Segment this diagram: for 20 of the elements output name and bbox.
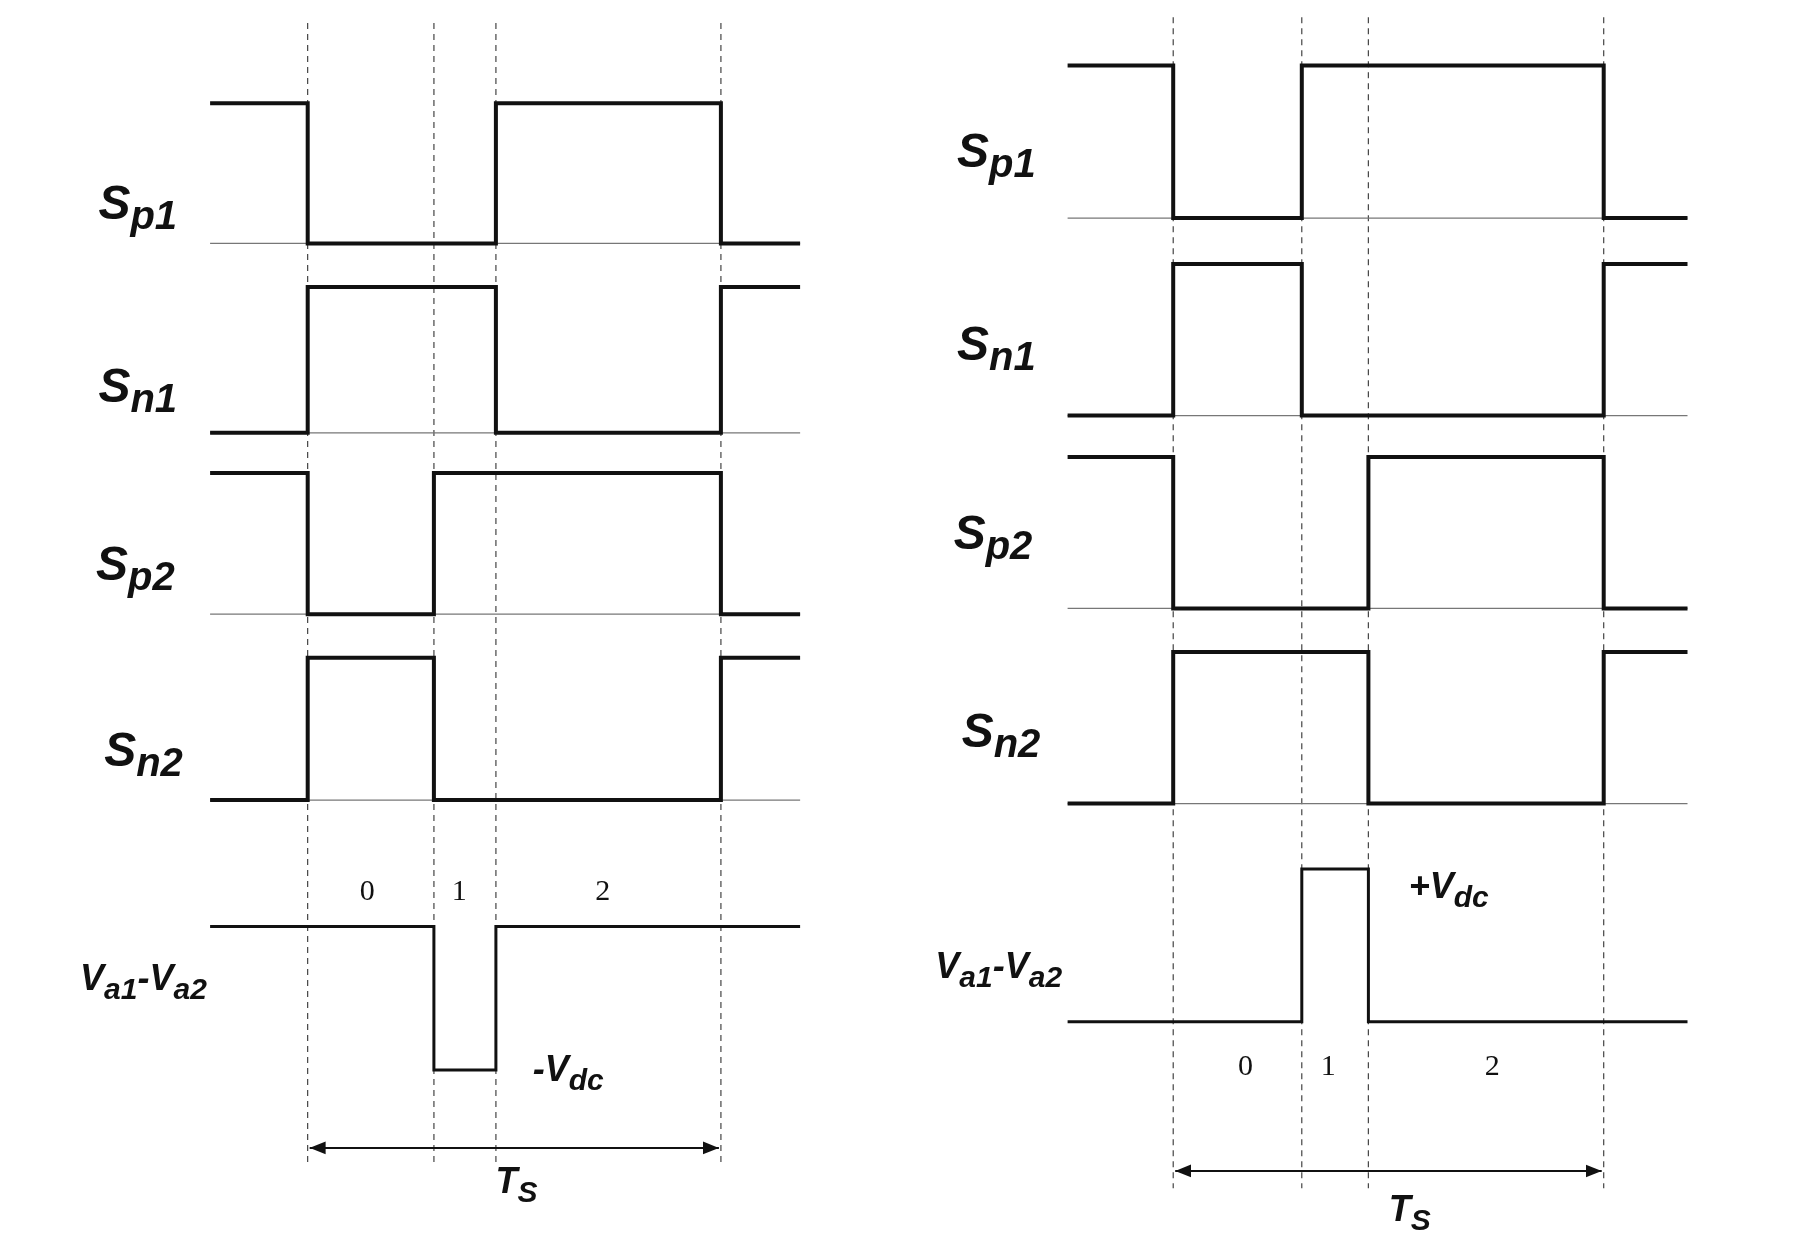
interval-number: 1	[451, 874, 467, 905]
interval-number: 2	[595, 874, 611, 905]
signal-label: S$_{n2}$	[961, 706, 1041, 763]
interval-number: 0	[359, 874, 375, 905]
period-label: T$_{S}$	[1388, 1191, 1431, 1235]
signal-label: S$_{p1}$	[957, 126, 1036, 184]
signal-label: S$_{n1}$	[957, 319, 1036, 377]
voltage-label: +V$_{dc}$	[1408, 868, 1489, 912]
signal-label: S$_{n1}$	[98, 362, 178, 419]
voltage-label: V$_{a1}$-V$_{a2}$	[80, 959, 207, 1004]
period-label: T$_{S}$	[495, 1163, 538, 1207]
signal-label: S$_{p2}$	[96, 539, 175, 597]
interval-number: 1	[1320, 1050, 1336, 1081]
signal-label: S$_{p2}$	[953, 508, 1033, 566]
voltage-label: -V$_{dc}$	[532, 1051, 604, 1095]
signal-label: S$_{p1}$	[98, 178, 178, 235]
interval-number: 2	[1484, 1050, 1500, 1081]
interval-number: 0	[1238, 1050, 1254, 1081]
voltage-label: V$_{a1}$-V$_{a2}$	[935, 948, 1063, 992]
signal-label: S$_{n2}$	[104, 725, 183, 783]
